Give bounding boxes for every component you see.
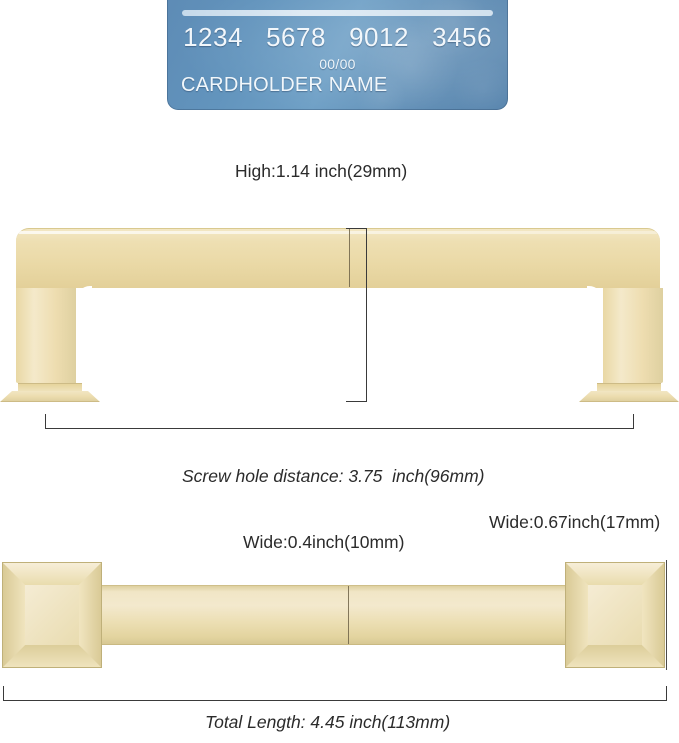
plate-bevel-bottom bbox=[3, 645, 101, 667]
plate-bevel-left bbox=[566, 563, 588, 667]
total-length-right-tick bbox=[666, 686, 667, 701]
base-flare bbox=[579, 391, 679, 402]
mounting-plate-left bbox=[2, 562, 102, 668]
handle-top-rail bbox=[16, 228, 660, 288]
plate-face bbox=[25, 585, 79, 645]
handle-side-bar-seam bbox=[348, 586, 349, 644]
screw-hole-right-tick bbox=[633, 414, 634, 429]
screw-hole-left-tick bbox=[45, 414, 46, 429]
total-length-right-guide bbox=[666, 560, 667, 670]
height-dimension-line bbox=[366, 228, 367, 402]
handle-left-base bbox=[0, 383, 100, 402]
handle-side-bar bbox=[10, 585, 655, 645]
bar-width-label: Wide:0.4inch(10mm) bbox=[243, 532, 405, 552]
handle-inner-corner-left bbox=[76, 286, 92, 304]
base-flare bbox=[0, 391, 100, 402]
plate-bevel-left bbox=[3, 563, 25, 667]
plate-bevel-bottom bbox=[566, 645, 664, 667]
handle-right-leg bbox=[603, 288, 663, 383]
plate-face bbox=[588, 585, 642, 645]
screw-hole-dimension-line bbox=[45, 428, 634, 429]
card-globe-graphic bbox=[167, 0, 508, 110]
height-dimension-label: High:1.14 inch(29mm) bbox=[235, 161, 408, 181]
total-length-label: Total Length: 4.45 inch(113mm) bbox=[205, 712, 451, 732]
card-magnetic-stripe bbox=[182, 10, 493, 16]
plate-width-label: Wide:0.67inch(17mm) bbox=[489, 512, 661, 532]
screw-hole-distance-label: Screw hole distance: 3.75 inch(96mm) bbox=[182, 466, 485, 486]
mounting-plate-right bbox=[565, 562, 665, 668]
height-dimension-bottom-tick bbox=[346, 401, 367, 402]
total-length-left-tick bbox=[3, 686, 4, 701]
total-length-dimension-line bbox=[3, 700, 667, 701]
card-number: 1234 5678 9012 3456 bbox=[183, 22, 492, 52]
handle-right-base bbox=[579, 383, 679, 402]
plate-bevel-top bbox=[3, 563, 101, 585]
handle-top-highlight bbox=[18, 231, 658, 234]
height-dimension-top-tick bbox=[346, 228, 367, 229]
handle-inner-corner-right bbox=[587, 286, 603, 304]
plate-bevel-top bbox=[566, 563, 664, 585]
plate-bevel-right bbox=[642, 563, 664, 667]
base-collar bbox=[18, 383, 82, 391]
card-expiry-date: 00/00 bbox=[319, 56, 356, 72]
handle-left-leg bbox=[16, 288, 76, 383]
credit-card-size-reference: 1234 5678 9012 3456 00/00 CARDHOLDER NAM… bbox=[167, 0, 508, 110]
card-holder-name: CARDHOLDER NAME bbox=[181, 74, 388, 96]
plate-bevel-right bbox=[79, 563, 101, 667]
handle-top-seam bbox=[349, 229, 350, 287]
base-collar bbox=[597, 383, 661, 391]
